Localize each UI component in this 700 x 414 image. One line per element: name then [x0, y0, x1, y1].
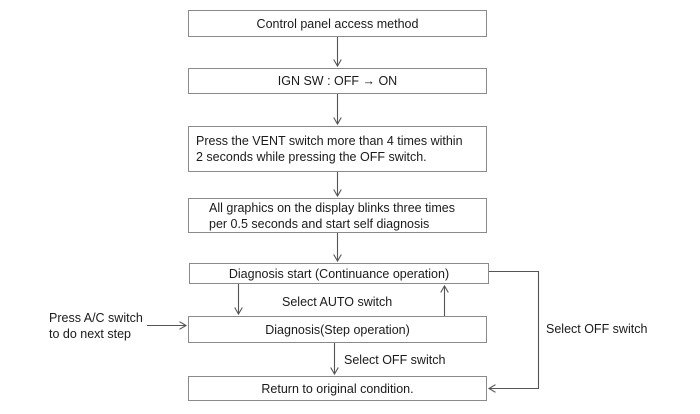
box-return-original: Return to original condition. — [188, 376, 487, 401]
label-select-off-switch-middle: Select OFF switch — [344, 353, 446, 367]
box-display-blinks: All graphics on the display blinks three… — [188, 198, 487, 233]
box-diagnosis-start: Diagnosis start (Continuance operation) — [189, 263, 489, 284]
box-ign-sw: IGN SW : OFF → ON — [188, 68, 487, 94]
label-select-off-switch-right: Select OFF switch — [546, 322, 648, 336]
box-diagnosis-step: Diagnosis(Step operation) — [188, 316, 487, 343]
box-press-vent-switch: Press the VENT switch more than 4 times … — [188, 126, 487, 172]
arrow-box5-to-box7-right-path — [487, 270, 540, 393]
label-press-ac-switch: Press A/C switch to do next step — [49, 311, 143, 341]
label-select-auto-switch: Select AUTO switch — [282, 295, 393, 309]
box-control-panel-access-method: Control panel access method — [188, 10, 487, 37]
